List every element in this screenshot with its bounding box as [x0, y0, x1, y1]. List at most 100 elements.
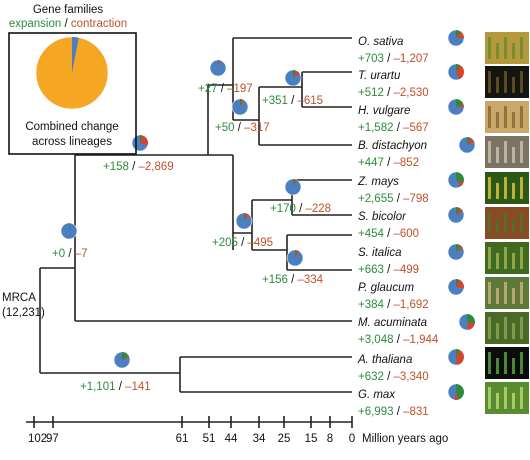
species-name: A. thaliana — [357, 354, 412, 366]
species-change: +512 / –2,530 — [358, 87, 429, 99]
barley-photo — [485, 101, 529, 133]
photo-detail — [488, 387, 491, 409]
pie-slice — [456, 99, 464, 107]
photo-detail — [512, 77, 515, 93]
photo-detail — [488, 212, 491, 234]
node-pie — [447, 348, 465, 366]
legend-subtitle: expansion / contraction — [9, 18, 127, 30]
soybean-photo — [485, 382, 529, 414]
pie-slice — [467, 322, 475, 330]
node-pie — [284, 178, 302, 196]
species-photos — [485, 32, 529, 414]
photo-detail — [512, 43, 515, 59]
photo-detail — [488, 37, 491, 59]
node-labels: +0 / –7 +158 / –2,869 +27 / –197 +50 / –… — [52, 83, 331, 393]
photo-detail — [512, 218, 515, 234]
species-change: +663 / –499 — [358, 264, 419, 276]
pie-slice — [293, 179, 295, 187]
pie-slice — [240, 99, 242, 107]
species-change: +384 / –1,692 — [358, 299, 429, 311]
mrca-label: MRCA — [2, 292, 36, 304]
legend-caption-line1: Combined change — [25, 121, 118, 133]
node-pie — [209, 59, 227, 77]
photo-detail — [520, 106, 523, 128]
species-name: Z. mays — [357, 176, 399, 188]
node-pie — [286, 249, 304, 267]
legend-title: Gene families — [33, 4, 104, 16]
photo-detail — [504, 387, 507, 409]
node-pie — [131, 134, 149, 152]
pie-slice — [244, 213, 246, 221]
pie-slice — [456, 180, 464, 187]
photo-detail — [504, 37, 507, 59]
node-change-pooideae: +50 / –317 — [215, 122, 270, 134]
photo-detail — [496, 147, 499, 163]
wheat-photo — [485, 66, 529, 98]
legend-slash: / — [61, 18, 71, 30]
species-name: S. bicolor — [358, 211, 407, 223]
pie-slice — [122, 355, 130, 360]
pie-slice — [69, 223, 71, 231]
axis-tick-label: 44 — [225, 433, 238, 445]
photo-detail — [512, 358, 515, 374]
photo-detail — [504, 71, 507, 93]
photo-detail — [520, 141, 523, 163]
pie-slice — [218, 60, 221, 68]
species-change: +3,048 / –1,944 — [358, 334, 439, 346]
photo-detail — [504, 212, 507, 234]
photo-detail — [504, 141, 507, 163]
node-change-andropogoneae: +170 / –228 — [270, 203, 331, 215]
pie-slice — [140, 135, 143, 143]
pie-slice — [456, 279, 459, 287]
photo-detail — [512, 393, 515, 409]
maize-photo — [485, 172, 529, 204]
species-name: B. distachyon — [358, 140, 427, 152]
photo-detail — [496, 218, 499, 234]
banana-photo — [485, 312, 529, 344]
foxtail-millet-photo — [485, 242, 529, 274]
pie-slice — [456, 172, 464, 183]
species-change: +703 / –1,207 — [358, 53, 429, 65]
photo-detail — [496, 323, 499, 339]
photo-detail — [504, 177, 507, 199]
pie-slice — [467, 137, 471, 145]
pie-slice — [218, 60, 220, 68]
photo-detail — [520, 177, 523, 199]
node-pie — [60, 222, 78, 240]
node-change-panicoideae: +205 / –495 — [212, 237, 273, 249]
node-pie — [447, 29, 465, 47]
pie-slice — [456, 207, 464, 215]
node-change-triticeae: +351 / –615 — [262, 95, 323, 107]
photo-detail — [504, 317, 507, 339]
photo-detail — [520, 352, 523, 374]
photo-detail — [520, 71, 523, 93]
species-name: P. glaucum — [358, 282, 414, 294]
node-pie — [447, 278, 465, 296]
axis-title: Million years ago — [362, 433, 448, 445]
axis-tick-label: 34 — [253, 433, 266, 445]
species-change: +447 / –852 — [358, 157, 419, 169]
photo-detail — [496, 112, 499, 128]
legend: Gene families expansion / contraction Co… — [8, 4, 137, 155]
node-pie — [284, 69, 302, 87]
pie-slice — [456, 244, 461, 252]
pie-slice — [456, 64, 464, 80]
tree-branches — [39, 37, 352, 393]
node-change-paniceae: +156 / –334 — [262, 274, 324, 286]
node-pie — [447, 98, 465, 116]
legend-expansion-label: expansion — [9, 18, 61, 30]
photo-detail — [496, 393, 499, 409]
photo-detail — [512, 323, 515, 339]
brachypodium-photo — [485, 136, 529, 168]
node-pie — [447, 243, 465, 261]
arabidopsis-photo — [485, 347, 529, 379]
axis-tick-label: 15 — [305, 433, 318, 445]
node-pie — [231, 98, 249, 116]
photo-detail — [512, 147, 515, 163]
pie-slice — [293, 70, 300, 78]
photo-detail — [496, 253, 499, 269]
photo-detail — [488, 141, 491, 163]
photo-detail — [512, 183, 515, 199]
species-change: +2,655 / –798 — [358, 193, 429, 205]
pie-slice — [456, 349, 460, 357]
